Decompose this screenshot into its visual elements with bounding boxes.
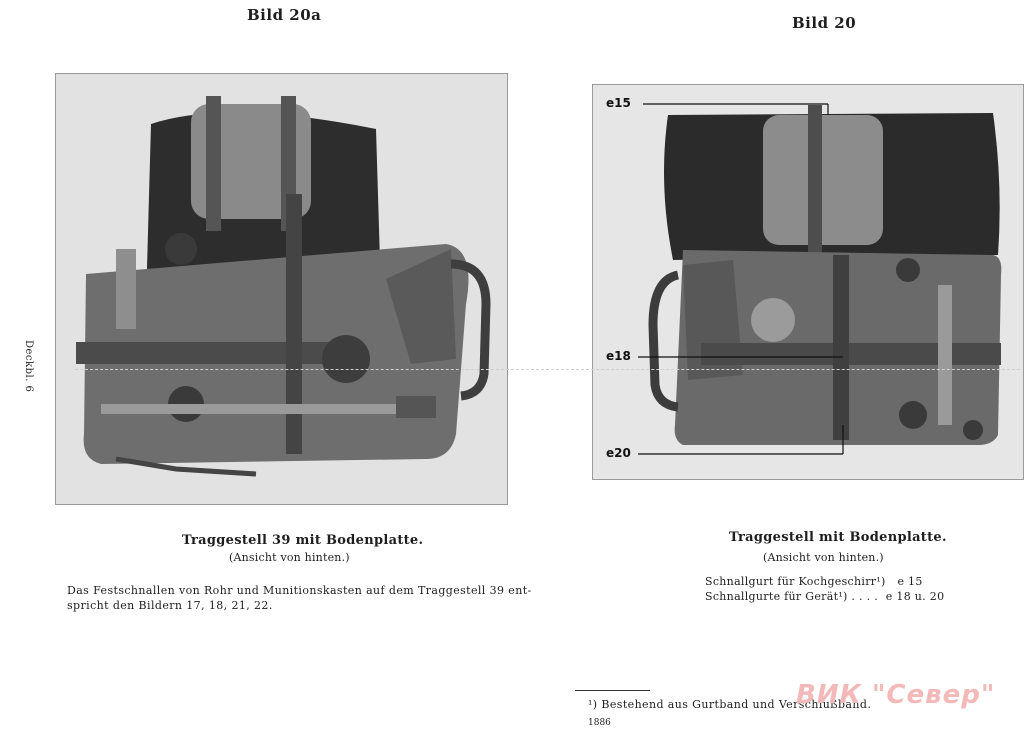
footnote-rule (575, 690, 650, 691)
left-body-line-2: spricht den Bildern 17, 18, 21, 22. (67, 599, 273, 612)
legend-label: Schnallgurte für Gerät¹) . . . . (705, 590, 878, 603)
right-photo-illustration (593, 85, 1023, 479)
callout-e20: e20 (606, 446, 631, 460)
callout-e18: e18 (606, 349, 631, 363)
callout-e15: e15 (606, 96, 631, 110)
footnote: ¹) Bestehend aus Gurtband und Verschlußb… (588, 698, 872, 711)
left-figure-label: Bild 20a (247, 6, 322, 24)
legend-row: Schnallgurt für Kochgeschirr¹) e 15 (705, 575, 965, 588)
right-figure-subtitle: (Ansicht von hinten.) (763, 551, 884, 564)
side-margin-label: Deckbl. 6 (23, 340, 34, 393)
left-body-line-1: Das Festschnallen von Rohr und Munitions… (67, 584, 532, 597)
legend-ref: e 15 (897, 575, 923, 588)
legend-ref: e 18 u. 20 (885, 590, 945, 603)
right-figure-title: Traggestell mit Bodenplatte. (729, 530, 947, 545)
right-figure-label: Bild 20 (792, 14, 857, 32)
right-photo: e15 e18 e20 (592, 84, 1024, 480)
left-photo-illustration (56, 74, 507, 504)
legend-label: Schnallgurt für Kochgeschirr¹) (705, 575, 886, 588)
legend-list: Schnallgurt für Kochgeschirr¹) e 15 Schn… (705, 575, 965, 603)
fold-line (75, 369, 1020, 370)
left-figure-title: Traggestell 39 mit Bodenplatte. (182, 533, 424, 548)
left-photo (55, 73, 508, 505)
page-number: 1886 (588, 718, 611, 728)
legend-row: Schnallgurte für Gerät¹) . . . . e 18 u.… (705, 590, 965, 603)
left-figure-subtitle: (Ansicht von hinten.) (229, 551, 350, 564)
watermark-stamp: ВИК "Север" (796, 680, 996, 710)
